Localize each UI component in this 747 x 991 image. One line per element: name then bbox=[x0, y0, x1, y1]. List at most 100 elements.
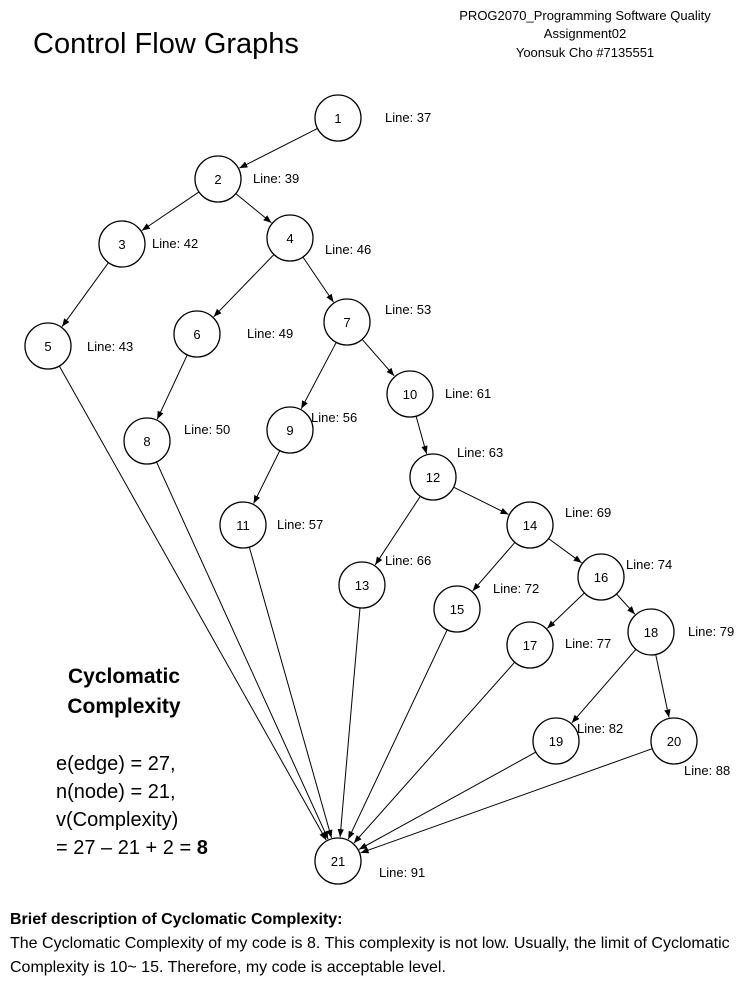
complexity-expression: = 27 – 21 + 2 = bbox=[56, 837, 197, 859]
edge-19-21 bbox=[358, 751, 537, 850]
node-number: 4 bbox=[286, 231, 293, 246]
edge-7-10 bbox=[361, 338, 395, 377]
node-line-label: Line: 77 bbox=[565, 636, 611, 651]
edge-11-21 bbox=[248, 546, 333, 839]
description-text: The Cyclomatic Complexity of my code is … bbox=[10, 935, 730, 976]
node-line-label: Line: 49 bbox=[247, 326, 293, 341]
node-line-label: Line: 79 bbox=[688, 624, 734, 639]
edge-16-18 bbox=[616, 593, 636, 615]
node-circle bbox=[266, 406, 314, 454]
node-circle bbox=[314, 94, 362, 142]
node-line-label: Line: 61 bbox=[445, 386, 491, 401]
node-number: 9 bbox=[286, 423, 293, 438]
node-number: 15 bbox=[450, 602, 464, 617]
node-line-label: Line: 43 bbox=[87, 339, 133, 354]
node-line-label: Line: 39 bbox=[253, 171, 299, 186]
edge-18-19 bbox=[571, 648, 637, 724]
node-number: 17 bbox=[523, 638, 537, 653]
node-line-label: Line: 82 bbox=[577, 721, 623, 736]
node-number: 5 bbox=[44, 339, 51, 354]
edges-layer bbox=[58, 127, 671, 854]
cyclomatic-formula: e(edge) = 27, n(node) = 21, v(Complexity… bbox=[56, 750, 208, 862]
course-title: PROG2070_Programming Software Quality bbox=[459, 8, 711, 23]
node-line-label: Line: 91 bbox=[379, 865, 425, 880]
cyclomatic-heading-line1: Cyclomatic bbox=[67, 665, 181, 688]
cyclomatic-heading: Cyclomatic Complexity bbox=[44, 662, 204, 722]
node-number: 8 bbox=[143, 434, 150, 449]
node-19: 19 Line: 82 bbox=[532, 717, 623, 765]
edge-17-21 bbox=[353, 661, 516, 844]
node-number: 10 bbox=[403, 387, 417, 402]
node-10: 10 Line: 61 bbox=[386, 370, 491, 418]
node-line-label: Line: 74 bbox=[626, 557, 672, 572]
node-circle bbox=[219, 501, 267, 549]
node-circle bbox=[173, 310, 221, 358]
node-number: 12 bbox=[426, 470, 440, 485]
edge-18-20 bbox=[655, 654, 671, 718]
node-line-label: Line: 46 bbox=[325, 242, 371, 257]
node-circle bbox=[24, 322, 72, 370]
edge-1-2 bbox=[239, 127, 318, 169]
node-line-label: Line: 63 bbox=[457, 445, 503, 460]
node-line-label: Line: 66 bbox=[385, 553, 431, 568]
node-circle bbox=[627, 608, 675, 656]
node-9: 9 Line: 56 bbox=[266, 406, 357, 454]
node-number: 19 bbox=[549, 734, 563, 749]
assignment-label: Assignment02 bbox=[543, 26, 627, 41]
node-18: 18 Line: 79 bbox=[627, 608, 734, 656]
node-16: 16 Line: 74 bbox=[577, 553, 672, 601]
node-5: 5 Line: 43 bbox=[24, 322, 133, 370]
edge-10-12 bbox=[415, 416, 428, 455]
node-number: 7 bbox=[343, 315, 350, 330]
node-number: 18 bbox=[644, 625, 658, 640]
node-circle bbox=[650, 717, 698, 765]
edge-4-6 bbox=[213, 254, 275, 318]
page-title: Control Flow Graphs bbox=[33, 28, 299, 60]
edge-13-21 bbox=[337, 607, 361, 838]
node-circle bbox=[323, 298, 371, 346]
edge-20-21 bbox=[360, 748, 653, 854]
node-line-label: Line: 50 bbox=[184, 422, 230, 437]
node-number: 13 bbox=[355, 578, 369, 593]
edge-16-17 bbox=[546, 592, 585, 629]
edge-14-15 bbox=[472, 542, 516, 592]
node-circle bbox=[386, 370, 434, 418]
node-circle bbox=[532, 717, 580, 765]
edge-2-4 bbox=[235, 193, 272, 224]
edge-3-5 bbox=[61, 262, 109, 327]
node-15: 15 Line: 72 bbox=[433, 581, 539, 633]
author-label: Yoonsuk Cho #7135551 bbox=[515, 45, 655, 60]
edge-5-21 bbox=[58, 365, 327, 841]
cyclomatic-heading-line2: Complexity bbox=[67, 695, 181, 718]
node-number: 14 bbox=[523, 518, 537, 533]
description-heading: Brief description of Cyclomatic Complexi… bbox=[10, 911, 343, 928]
edge-8-21 bbox=[156, 461, 329, 840]
node-line-label: Line: 72 bbox=[493, 581, 539, 596]
complexity-formula: = 27 – 21 + 2 = 8 bbox=[56, 834, 208, 862]
node-circle bbox=[338, 561, 386, 609]
node-circle bbox=[506, 621, 554, 669]
node-circle bbox=[433, 585, 481, 633]
node-17: 17 Line: 77 bbox=[506, 621, 611, 669]
node-count: n(node) = 21, bbox=[56, 781, 176, 803]
node-circle bbox=[266, 214, 314, 262]
node-circle bbox=[314, 837, 362, 885]
node-circle bbox=[194, 155, 242, 203]
node-line-label: Line: 56 bbox=[311, 410, 357, 425]
node-number: 21 bbox=[331, 854, 345, 869]
node-number: 2 bbox=[214, 172, 221, 187]
node-number: 3 bbox=[118, 237, 125, 252]
node-circle bbox=[506, 501, 554, 549]
node-circle bbox=[123, 417, 171, 465]
edge-9-11 bbox=[253, 450, 281, 504]
node-12: 12 Line: 63 bbox=[409, 445, 503, 501]
node-number: 16 bbox=[594, 570, 608, 585]
